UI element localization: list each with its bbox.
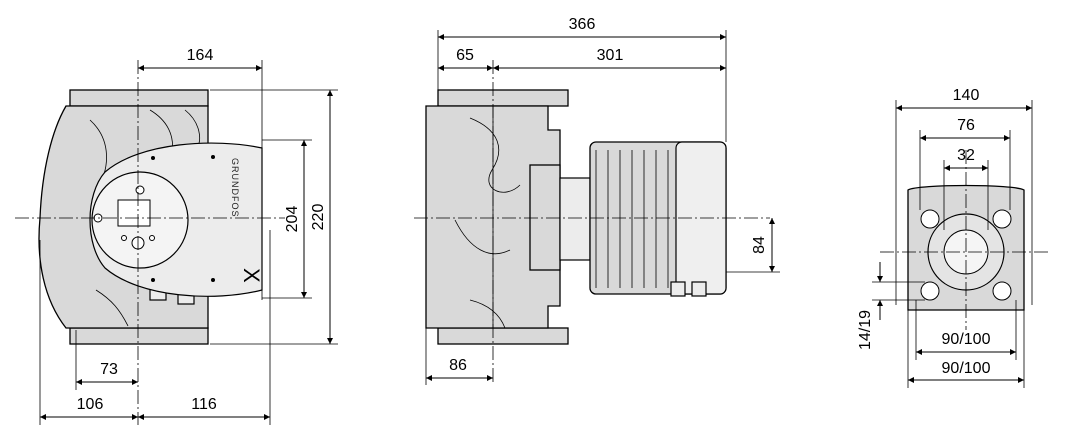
dim-90-100-b-label: 90/100 — [942, 360, 991, 377]
dim-73-label: 73 — [100, 361, 118, 378]
front-brand-label: GRUNDFOS — [230, 158, 240, 218]
dim-220-label: 220 — [310, 204, 327, 231]
side-view: 366 65 301 84 86 — [414, 16, 780, 385]
dim-366-label: 366 — [569, 16, 596, 33]
front-brand-mark: X — [239, 268, 264, 283]
dim-32-label: 32 — [957, 147, 975, 164]
front-control-box — [89, 142, 263, 297]
front-extension-lines — [39, 60, 338, 425]
brand-name: GRUNDFOS — [230, 158, 240, 218]
dim-14-19-label: 14/19 — [857, 310, 874, 350]
dim-76-label: 76 — [957, 117, 975, 134]
dim-86-label: 86 — [449, 357, 467, 374]
dim-116-label: 116 — [191, 396, 217, 413]
brand-mark: X — [239, 268, 264, 283]
side-motor — [589, 141, 727, 297]
dim-164-label: 164 — [187, 47, 214, 64]
front-view: GRUNDFOS X 164 220 204 73 106 — [15, 47, 338, 425]
dim-140-label: 140 — [953, 87, 980, 104]
dim-90-100-a-label: 90/100 — [942, 331, 991, 348]
dim-65-label: 65 — [456, 47, 474, 64]
dim-204-label: 204 — [284, 206, 301, 233]
dim-84-label: 84 — [751, 236, 768, 254]
side-adapter — [529, 164, 591, 271]
dim-106-label: 106 — [77, 396, 104, 413]
dim-301-label: 301 — [597, 47, 624, 64]
flange-view: 140 76 32 14/19 90/100 90/100 — [857, 87, 1050, 388]
